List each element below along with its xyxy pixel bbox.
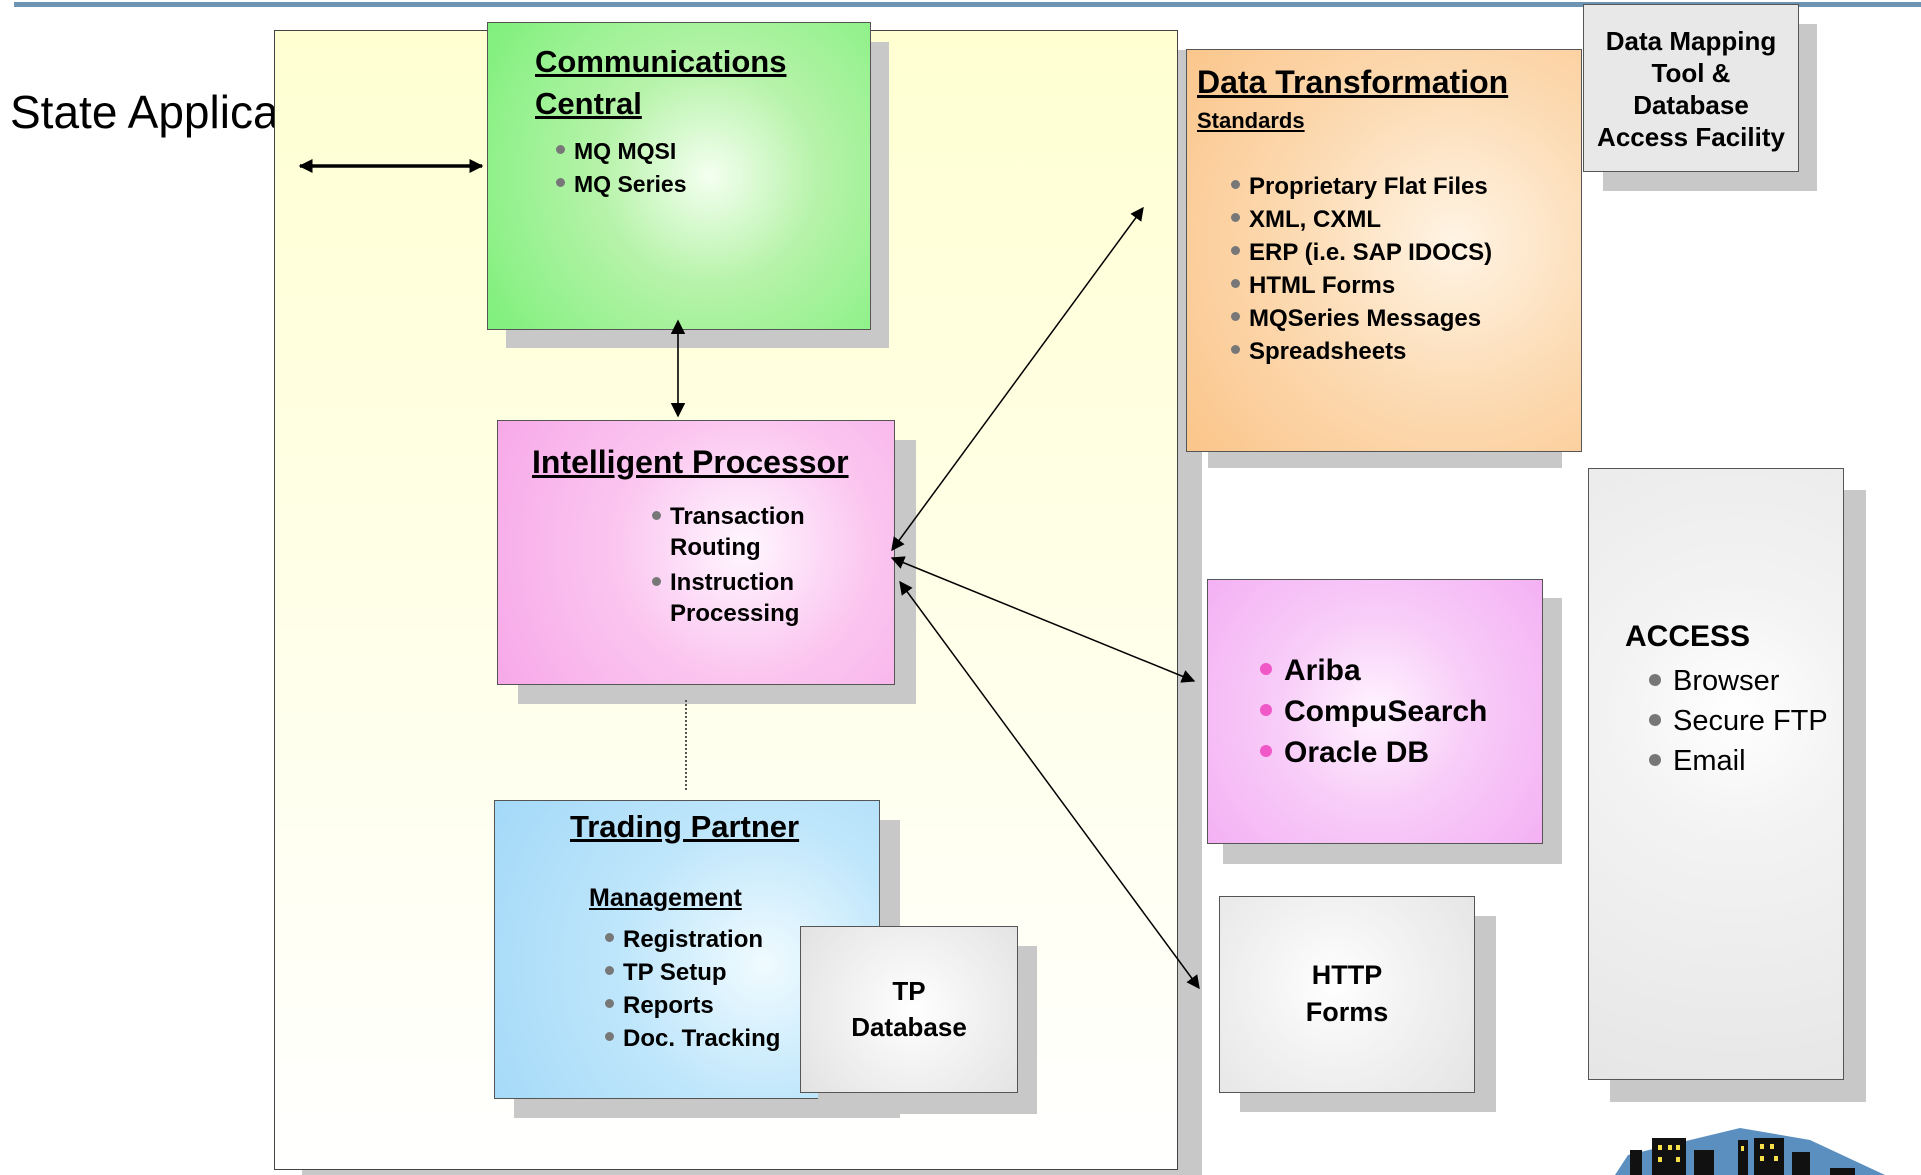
list-item: XML, CXML [1231, 203, 1492, 236]
city-skyline-logo [1615, 1128, 1885, 1175]
data-transformation-list: Proprietary Flat Files XML, CXML ERP (i.… [1231, 170, 1492, 368]
external-systems-list: Ariba CompuSearch Oracle DB [1260, 650, 1487, 773]
ip-dt-arrow [891, 206, 1144, 552]
external-systems-box: Ariba CompuSearch Oracle DB [1207, 579, 1543, 844]
list-item: Transaction Routing [652, 501, 832, 563]
list-item: HTML Forms [1231, 269, 1492, 302]
comm-central-list: MQ MQSI MQ Series [556, 135, 687, 201]
list-item: Secure FTP [1649, 701, 1828, 741]
list-item: Spreadsheets [1231, 335, 1492, 368]
data-transformation-title: Data Transformation [1197, 64, 1509, 100]
trading-partner-title: Trading Partner [570, 809, 800, 844]
ip-http-arrow [899, 580, 1200, 990]
data-transformation-box: Data Transformation Standards Proprietar… [1186, 49, 1582, 452]
tp-database-label: TP Database [851, 976, 967, 1042]
list-item: ERP (i.e. SAP IDOCS) [1231, 236, 1492, 269]
list-item: MQ MQSI [556, 135, 687, 168]
http-forms-label: HTTP Forms [1305, 960, 1389, 1027]
list-item: Proprietary Flat Files [1231, 170, 1492, 203]
trading-partner-list: Registration TP Setup Reports Doc. Track… [605, 923, 780, 1055]
list-item: Reports [605, 989, 780, 1022]
list-item: CompuSearch [1260, 691, 1487, 732]
list-item: MQ Series [556, 168, 687, 201]
ip-ariba-arrow [890, 556, 1196, 683]
top-rule [14, 2, 1921, 7]
access-box: ACCESS Browser Secure FTP Email [1588, 468, 1844, 1080]
list-item: TP Setup [605, 956, 780, 989]
list-item: Ariba [1260, 650, 1487, 691]
trading-partner-subtitle: Management [589, 884, 742, 912]
intelligent-processor-title: Intelligent Processor [532, 444, 849, 480]
comm-central-title: Communications Central [535, 44, 787, 121]
list-item: Doc. Tracking [605, 1022, 780, 1055]
access-title: ACCESS [1625, 620, 1751, 653]
list-item: Instruction Processing [652, 567, 832, 629]
list-item: Email [1649, 741, 1828, 781]
list-item: Registration [605, 923, 780, 956]
list-item: Browser [1649, 661, 1828, 701]
list-item: Oracle DB [1260, 732, 1487, 773]
http-forms-box: HTTP Forms [1219, 896, 1475, 1093]
intelligent-processor-box: Intelligent Processor Transaction Routin… [497, 420, 895, 685]
dotted-connector [685, 700, 687, 790]
list-item: MQSeries Messages [1231, 302, 1492, 335]
intelligent-processor-list: Transaction Routing Instruction Processi… [652, 501, 832, 629]
data-mapping-box: Data Mapping Tool & Database Access Faci… [1583, 4, 1799, 172]
data-mapping-label: Data Mapping Tool & Database Access Faci… [1597, 26, 1785, 152]
access-list: Browser Secure FTP Email [1649, 661, 1828, 781]
data-transformation-subtitle: Standards [1197, 108, 1305, 133]
